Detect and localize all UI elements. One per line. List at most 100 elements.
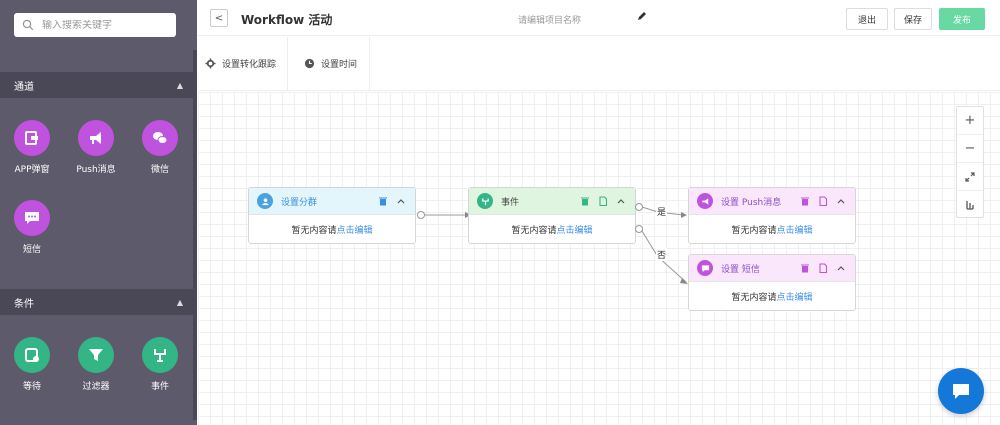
tool-label: APP弹窗 xyxy=(14,165,50,175)
tool-sms[interactable]: 短信 xyxy=(2,200,62,255)
auto-layout-button[interactable] xyxy=(957,191,983,219)
chat-bubble-icon xyxy=(953,384,969,399)
event-icon xyxy=(477,193,493,209)
set-time-label: 设置时间 xyxy=(321,60,358,70)
document-icon[interactable] xyxy=(817,195,829,207)
node-body: 暂无内容请点击编辑 xyxy=(469,215,635,244)
tool-app-popup[interactable]: APP弹窗 xyxy=(2,120,62,175)
node-push-message[interactable]: 设置 Push消息 暂无内容请点击编辑 xyxy=(688,187,856,244)
sidebar: 通道 ▲ APP弹窗 Push消息 微信 短信 条件 ▲ 等待 xyxy=(0,0,197,425)
trash-icon[interactable] xyxy=(377,195,389,207)
tool-label: 短信 xyxy=(22,245,41,255)
users-icon xyxy=(257,193,273,209)
edit-link[interactable]: 点击编辑 xyxy=(336,226,373,236)
node-empty-text: 暂无内容请 xyxy=(731,226,777,236)
chevron-up-icon[interactable] xyxy=(395,195,407,207)
wait-icon xyxy=(14,337,50,373)
tool-wechat[interactable]: 微信 xyxy=(130,120,190,175)
save-button[interactable]: 保存 xyxy=(894,8,932,30)
chevron-up-icon[interactable] xyxy=(835,262,847,274)
document-icon[interactable] xyxy=(817,262,829,274)
layout-icon xyxy=(966,201,974,210)
search-box[interactable] xyxy=(14,13,176,37)
node-title: 设置 短信 xyxy=(721,264,760,275)
sidebar-scrollbar[interactable] xyxy=(193,50,197,420)
edit-link[interactable]: 点击编辑 xyxy=(776,293,813,303)
wechat-icon xyxy=(142,120,178,156)
section-title: 条件 xyxy=(14,298,34,310)
trash-icon[interactable] xyxy=(799,262,811,274)
zoom-out-button[interactable]: − xyxy=(957,135,983,163)
document-icon[interactable] xyxy=(597,195,609,207)
output-port-no[interactable] xyxy=(635,225,643,233)
connection-lines xyxy=(425,206,688,284)
node-title: 设置 Push消息 xyxy=(721,197,782,208)
clock-icon xyxy=(304,58,315,69)
page-title: Workflow 活动 xyxy=(241,13,333,27)
app-popup-icon xyxy=(14,120,50,156)
settings-toolbar: 设置转化跟踪 设置时间 xyxy=(198,37,1000,91)
chevron-up-icon: ▲ xyxy=(176,297,183,307)
tool-wait[interactable]: 等待 xyxy=(2,337,62,392)
trash-icon[interactable] xyxy=(579,195,591,207)
node-header: 设置 短信 xyxy=(689,255,855,282)
output-port-yes[interactable] xyxy=(635,203,643,211)
conversion-tracking-label: 设置转化跟踪 xyxy=(222,60,277,70)
tool-label: 过滤器 xyxy=(82,382,110,392)
node-header: 设置分群 xyxy=(249,188,415,215)
section-header-conditions[interactable]: 条件 ▲ xyxy=(0,289,197,315)
publish-button[interactable]: 发布 xyxy=(939,8,985,30)
output-port[interactable] xyxy=(417,211,425,219)
section-header-channels[interactable]: 通道 ▲ xyxy=(0,72,197,98)
tool-filter[interactable]: 过滤器 xyxy=(66,337,126,392)
gear-icon xyxy=(205,58,216,69)
tool-label: 事件 xyxy=(150,382,169,392)
zoom-in-button[interactable]: + xyxy=(957,107,983,135)
chevron-up-icon[interactable] xyxy=(835,195,847,207)
node-body: 暂无内容请点击编辑 xyxy=(689,282,855,311)
megaphone-icon xyxy=(78,120,114,156)
search-input[interactable] xyxy=(42,19,162,31)
tool-push-message[interactable]: Push消息 xyxy=(66,120,126,175)
tool-label: 微信 xyxy=(150,165,169,175)
divider xyxy=(369,37,370,91)
divider xyxy=(287,37,288,91)
fit-view-button[interactable] xyxy=(957,163,983,191)
sms-icon xyxy=(697,260,713,276)
tool-event[interactable]: 事件 xyxy=(130,337,190,392)
expand-icon xyxy=(965,171,975,182)
node-event[interactable]: 事件 暂无内容请点击编辑 xyxy=(468,187,636,244)
workflow-canvas[interactable]: 设置分群 暂无内容请点击编辑 事件 xyxy=(198,92,1000,425)
back-button[interactable]: < xyxy=(210,9,228,27)
edit-link[interactable]: 点击编辑 xyxy=(776,226,813,236)
tool-label: Push消息 xyxy=(76,165,116,175)
zoom-controls: + − xyxy=(956,106,984,218)
node-empty-text: 暂无内容请 xyxy=(291,226,337,236)
megaphone-icon xyxy=(697,193,713,209)
pencil-icon[interactable] xyxy=(636,10,648,22)
conversion-tracking-button[interactable]: 设置转化跟踪 xyxy=(205,57,276,70)
chevron-up-icon: ▲ xyxy=(176,80,183,90)
node-empty-text: 暂无内容请 xyxy=(731,293,777,303)
chevron-up-icon[interactable] xyxy=(615,195,627,207)
node-body: 暂无内容请点击编辑 xyxy=(689,215,855,244)
exit-button[interactable]: 退出 xyxy=(846,8,888,30)
node-empty-text: 暂无内容请 xyxy=(511,226,557,236)
project-name-field[interactable]: 请编辑项目名称 xyxy=(518,16,582,26)
node-body: 暂无内容请点击编辑 xyxy=(249,215,415,244)
trash-icon[interactable] xyxy=(799,195,811,207)
chat-support-button[interactable] xyxy=(938,368,984,414)
tool-label: 等待 xyxy=(22,382,41,392)
edit-link[interactable]: 点击编辑 xyxy=(556,226,593,236)
node-header: 事件 xyxy=(469,188,635,215)
set-time-button[interactable]: 设置时间 xyxy=(304,57,357,70)
yes-label: 是 xyxy=(656,205,668,218)
node-header: 设置 Push消息 xyxy=(689,188,855,215)
node-sms[interactable]: 设置 短信 暂无内容请点击编辑 xyxy=(688,254,856,311)
section-title: 通道 xyxy=(14,81,34,93)
no-label: 否 xyxy=(656,248,668,261)
node-segment[interactable]: 设置分群 暂无内容请点击编辑 xyxy=(248,187,416,244)
node-title: 事件 xyxy=(501,197,520,208)
search-icon xyxy=(22,19,34,31)
node-title: 设置分群 xyxy=(281,197,318,208)
